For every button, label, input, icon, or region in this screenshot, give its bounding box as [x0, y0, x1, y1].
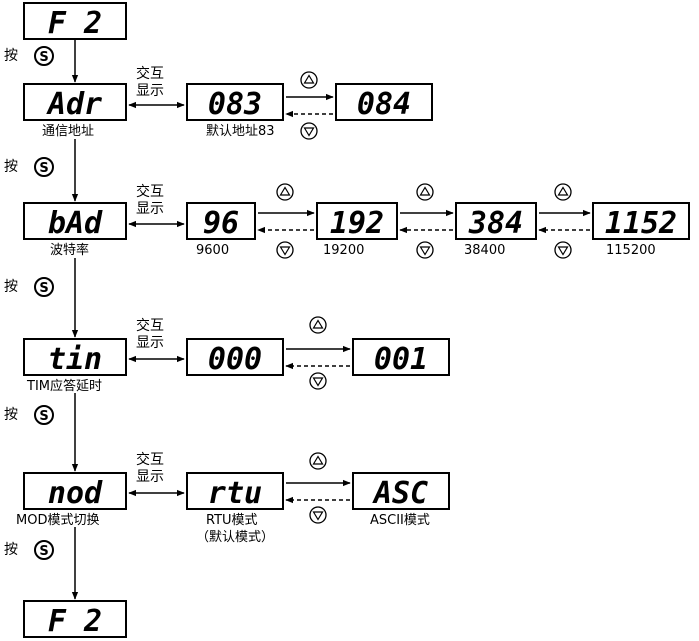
down-key-icon [300, 122, 318, 140]
caption-mod-ascii: ASCII模式 [370, 513, 430, 528]
display-start: F 2 [23, 2, 127, 41]
display-mod: nod [23, 472, 127, 511]
display-adr-084-text: 084 [357, 87, 411, 122]
up-key-icon [309, 316, 327, 334]
press-label: 按 [4, 159, 18, 175]
display-baud-115200: 1152 [592, 202, 690, 241]
display-tim-text: tin [48, 342, 102, 377]
down-key-icon [554, 241, 572, 259]
up-key-icon [300, 71, 318, 89]
svg-text:S: S [39, 409, 48, 424]
display-baud-19200-text: 192 [330, 206, 384, 241]
display-tim-000-text: 000 [208, 342, 262, 377]
interact-label-line1: 交互 [136, 66, 164, 82]
s-key-icon: S [34, 405, 54, 425]
up-key-icon [309, 452, 327, 470]
display-baud-38400-text: 384 [468, 206, 523, 241]
display-adr: Adr [23, 83, 127, 122]
caption-adr-default: 默认地址83 [206, 124, 275, 139]
interact-label-line1: 交互 [136, 318, 164, 334]
interact-label-line1: 交互 [136, 184, 164, 200]
display-tim-000: 000 [186, 338, 284, 377]
caption-mod-default: （默认模式） [196, 530, 275, 545]
display-mod-text: nod [48, 476, 103, 511]
down-key-icon [309, 506, 327, 524]
display-adr-084: 084 [335, 83, 433, 122]
display-bad: bAd [23, 202, 127, 241]
press-label: 按 [4, 279, 18, 295]
display-baud-9600-text: 96 [203, 206, 239, 241]
down-key-icon [309, 372, 327, 390]
display-mod-asc: ASC [352, 472, 450, 511]
up-key-icon [416, 183, 434, 201]
interact-label-line2: 显示 [136, 469, 164, 485]
down-key-icon [416, 241, 434, 259]
display-baud-115200-text: 1152 [605, 206, 677, 241]
up-key-icon [554, 183, 572, 201]
interact-label-line1: 交互 [136, 452, 164, 468]
display-start-text: F 2 [48, 6, 102, 41]
svg-text:S: S [39, 544, 48, 559]
display-baud-19200: 192 [316, 202, 398, 241]
caption-baud-115200: 115200 [606, 243, 656, 258]
s-key-icon: S [34, 46, 54, 66]
press-label: 按 [4, 542, 18, 558]
display-tim-001-text: 001 [374, 342, 428, 377]
interact-label-line2: 显示 [136, 201, 164, 217]
display-mod-rtu-text: rtu [208, 476, 262, 511]
caption-bad: 波特率 [50, 243, 90, 258]
display-adr-083: 083 [186, 83, 284, 122]
caption-mod: MOD模式切换 [16, 513, 100, 528]
display-mod-rtu: rtu [186, 472, 284, 511]
interact-label-line2: 显示 [136, 83, 164, 99]
display-tim: tin [23, 338, 127, 377]
svg-text:S: S [39, 50, 48, 65]
interact-label-line2: 显示 [136, 335, 164, 351]
press-label: 按 [4, 407, 18, 423]
caption-baud-19200: 19200 [323, 243, 365, 258]
press-label: 按 [4, 48, 18, 64]
display-bad-text: bAd [48, 206, 103, 241]
display-adr-083-text: 083 [208, 87, 262, 122]
display-mod-asc-text: ASC [372, 476, 428, 511]
caption-baud-9600: 9600 [196, 243, 230, 258]
s-key-icon: S [34, 157, 54, 177]
caption-tim: TIM应答延时 [27, 379, 102, 394]
display-tim-001: 001 [352, 338, 450, 377]
s-key-icon: S [34, 277, 54, 297]
s-key-icon: S [34, 540, 54, 560]
down-key-icon [276, 241, 294, 259]
display-end-text: F 2 [48, 604, 102, 639]
display-end: F 2 [23, 600, 127, 639]
caption-mod-rtu: RTU模式 [206, 513, 258, 528]
up-key-icon [276, 183, 294, 201]
caption-adr: 通信地址 [42, 124, 95, 139]
display-baud-38400: 384 [455, 202, 537, 241]
display-adr-text: Adr [46, 87, 102, 122]
caption-baud-38400: 38400 [464, 243, 506, 258]
svg-text:S: S [39, 281, 48, 296]
display-baud-9600: 96 [186, 202, 256, 241]
svg-text:S: S [39, 161, 48, 176]
